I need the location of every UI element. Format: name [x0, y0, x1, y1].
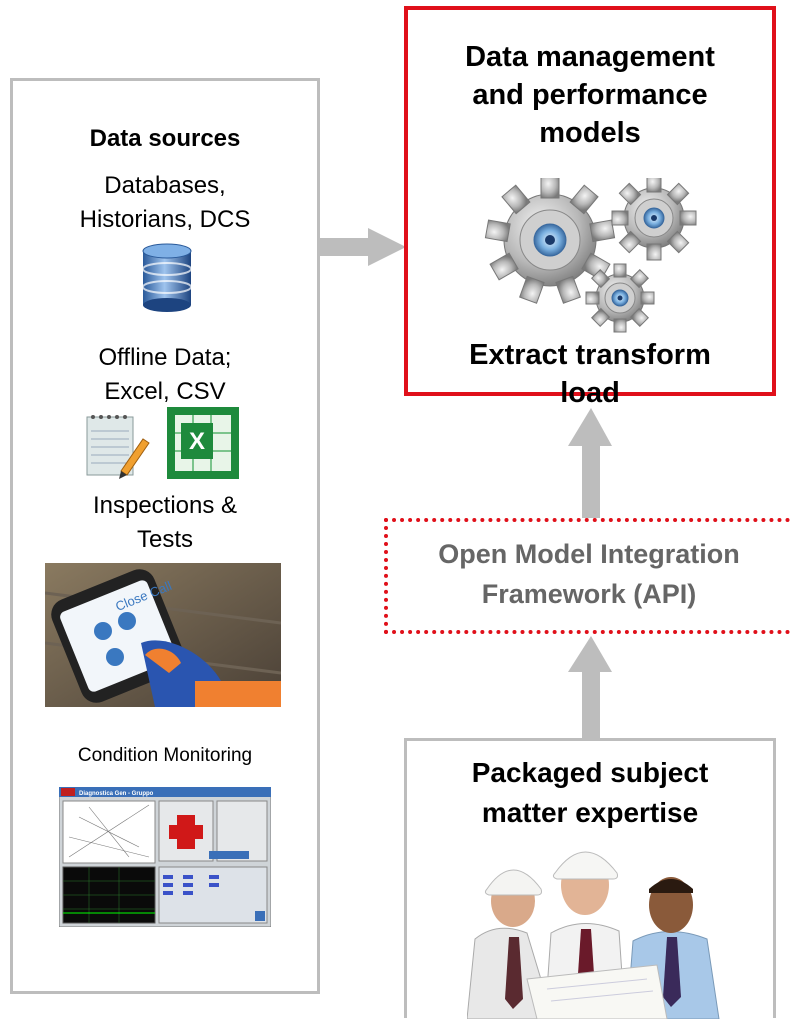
data-management-title: Data management and performance models — [408, 38, 772, 152]
offline-data-label: Offline Data; Excel, CSV — [13, 341, 317, 409]
cm-window-title: Diagnostica Gen - Gruppo — [79, 791, 154, 797]
mgmt-line-1: Data management — [465, 41, 715, 73]
inspections-line-1: Inspections & — [92, 492, 238, 519]
expertise-line-1: Packaged subject — [471, 757, 709, 788]
databases-line-1: Databases, — [104, 172, 226, 199]
api-framework-label: Open Model Integration Framework (API) — [388, 534, 790, 614]
etl-label: Extract transform load — [408, 336, 772, 412]
expertise-line-2: matter expertise — [481, 797, 699, 828]
etl-line-2: load — [560, 377, 620, 409]
offline-line-2: Excel, CSV — [104, 378, 226, 405]
databases-label: Databases, Historians, DCS — [13, 169, 317, 237]
data-management-box: Data management and performance models — [404, 6, 776, 409]
svg-text:X: X — [189, 428, 205, 455]
condition-monitoring-label: Condition Monitoring — [77, 745, 253, 766]
arrow-expertise-to-api — [568, 636, 612, 740]
offline-line-1: Offline Data; — [98, 344, 232, 371]
etl-line-1: Extract transform — [469, 339, 711, 371]
mgmt-line-2: and performance — [472, 79, 708, 111]
databases-line-2: Historians, DCS — [79, 206, 251, 233]
mgmt-line-3: models — [539, 117, 641, 149]
api-line-2: Framework (API) — [481, 579, 697, 609]
gears-icon — [484, 178, 697, 333]
arrow-api-to-models — [568, 408, 612, 520]
inspections-label: Inspections & Tests — [13, 489, 317, 557]
condition-monitoring-screenshot: Diagnostica Gen - Gruppo — [59, 787, 271, 927]
inspections-line-2: Tests — [136, 526, 193, 553]
api-line-1: Open Model Integration — [438, 539, 740, 569]
expertise-label: Packaged subject matter expertise — [407, 753, 773, 833]
arrow-sources-to-models — [320, 228, 406, 266]
data-sources-panel: Data sources Databases, Historians, DCS … — [10, 78, 320, 994]
database-icon — [142, 243, 192, 312]
excel-icon: X — [167, 407, 239, 479]
data-sources-title: Data sources — [89, 125, 241, 152]
subject-matter-expertise-box: Packaged subject matter expertise — [404, 738, 776, 1019]
api-framework-box: Open Model Integration Framework (API) — [384, 518, 790, 634]
notepad-icon — [86, 415, 150, 479]
engineers-photo — [467, 851, 720, 1019]
mobile-inspection-photo: Close Call — [45, 563, 281, 707]
